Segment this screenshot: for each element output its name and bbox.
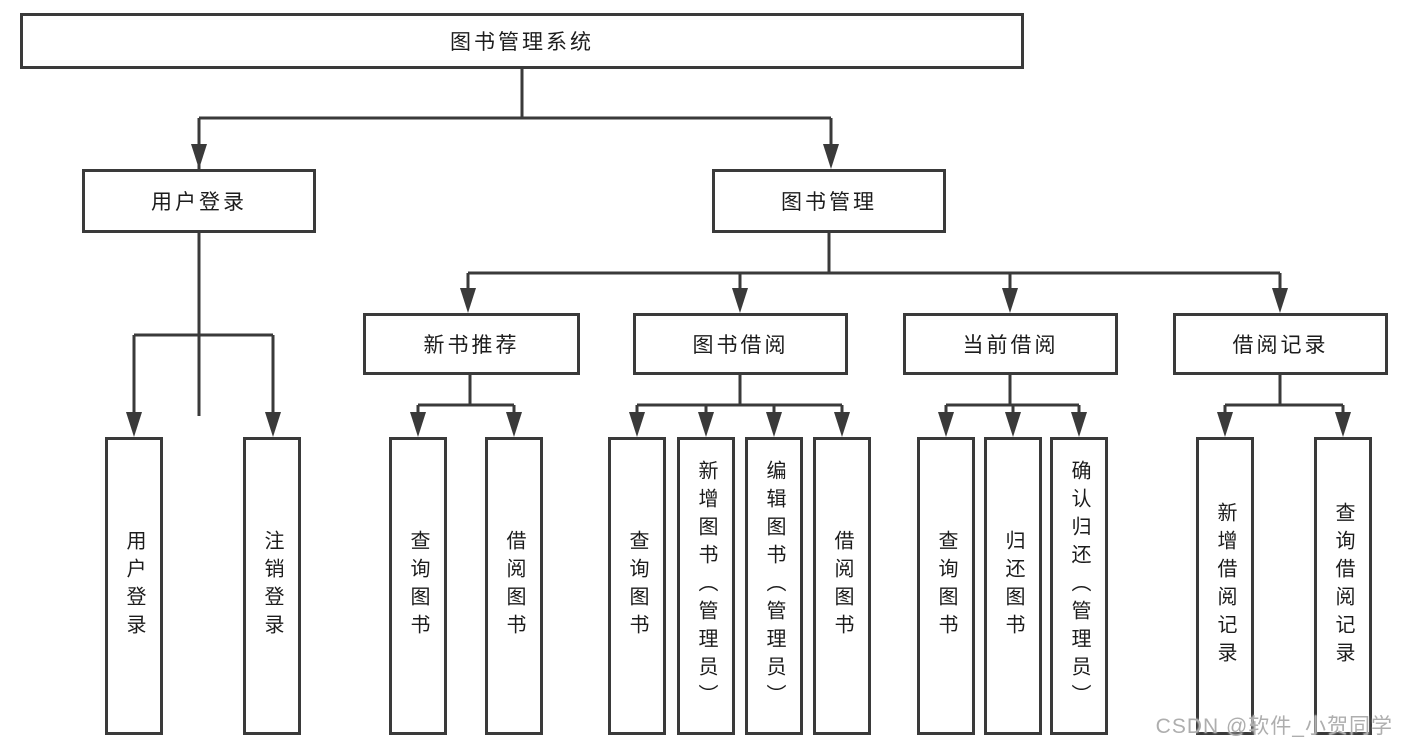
node-book-management-label: 图书管理 (781, 191, 877, 214)
connector-new-book-rec-leaves (416, 375, 516, 414)
node-current-borrowing-label: 当前借阅 (962, 334, 1059, 357)
leaf-edit-book-admin-label: 编辑图书（管理员） (763, 460, 785, 712)
arrowheads (126, 144, 1351, 437)
leaf-query-books-2-label: 查询图书 (626, 530, 648, 642)
node-user-login: 用户登录 (82, 169, 316, 233)
connector-root-level2 (197, 69, 833, 416)
leaf-user-login: 用户登录 (105, 437, 163, 735)
node-library-system-label: 图书管理系统 (450, 31, 594, 54)
leaf-query-books-2: 查询图书 (608, 437, 666, 735)
leaf-query-books-3-label: 查询图书 (935, 530, 957, 642)
connector-current-borrow-leaves (944, 375, 1081, 414)
connector-borrow-records-leaves (1223, 375, 1345, 414)
node-user-login-label: 用户登录 (151, 191, 247, 214)
node-book-borrowing-label: 图书借阅 (692, 334, 789, 357)
leaf-add-book-admin-label: 新增图书（管理员） (695, 460, 717, 712)
node-new-book-recommend-label: 新书推荐 (423, 334, 520, 357)
leaf-query-borrow-record: 查询借阅记录 (1314, 437, 1372, 735)
leaf-query-books-1: 查询图书 (389, 437, 447, 735)
node-book-borrowing: 图书借阅 (633, 313, 848, 375)
node-borrow-records-label: 借阅记录 (1232, 334, 1329, 357)
leaf-borrow-books-1: 借阅图书 (485, 437, 543, 735)
connector-book-mgmt-level3 (466, 233, 1282, 290)
node-book-management: 图书管理 (712, 169, 946, 233)
leaf-logout: 注销登录 (243, 437, 301, 735)
leaf-logout-label: 注销登录 (261, 530, 283, 642)
leaf-query-books-1-label: 查询图书 (407, 530, 429, 642)
leaf-query-borrow-record-label: 查询借阅记录 (1332, 502, 1354, 670)
node-current-borrowing: 当前借阅 (903, 313, 1118, 375)
connector-book-borrow-leaves (635, 375, 844, 414)
leaf-borrow-books-2: 借阅图书 (813, 437, 871, 735)
connector-user-login-leaves (132, 233, 275, 414)
leaf-add-borrow-record-label: 新增借阅记录 (1214, 502, 1236, 670)
leaf-return-book-label: 归还图书 (1002, 530, 1024, 642)
node-borrow-records: 借阅记录 (1173, 313, 1388, 375)
node-new-book-recommend: 新书推荐 (363, 313, 580, 375)
leaf-borrow-books-2-label: 借阅图书 (831, 530, 853, 642)
node-library-system: 图书管理系统 (20, 13, 1024, 69)
leaf-query-books-3: 查询图书 (917, 437, 975, 735)
leaf-confirm-return-admin-label: 确认归还（管理员） (1068, 460, 1090, 712)
leaf-user-login-label: 用户登录 (123, 530, 145, 642)
watermark: CSDN @软件_小贺同学 (1155, 715, 1393, 738)
leaf-add-borrow-record: 新增借阅记录 (1196, 437, 1254, 735)
leaf-confirm-return-admin: 确认归还（管理员） (1050, 437, 1108, 735)
leaf-add-book-admin: 新增图书（管理员） (677, 437, 735, 735)
leaf-borrow-books-1-label: 借阅图书 (503, 530, 525, 642)
leaf-edit-book-admin: 编辑图书（管理员） (745, 437, 803, 735)
leaf-return-book: 归还图书 (984, 437, 1042, 735)
